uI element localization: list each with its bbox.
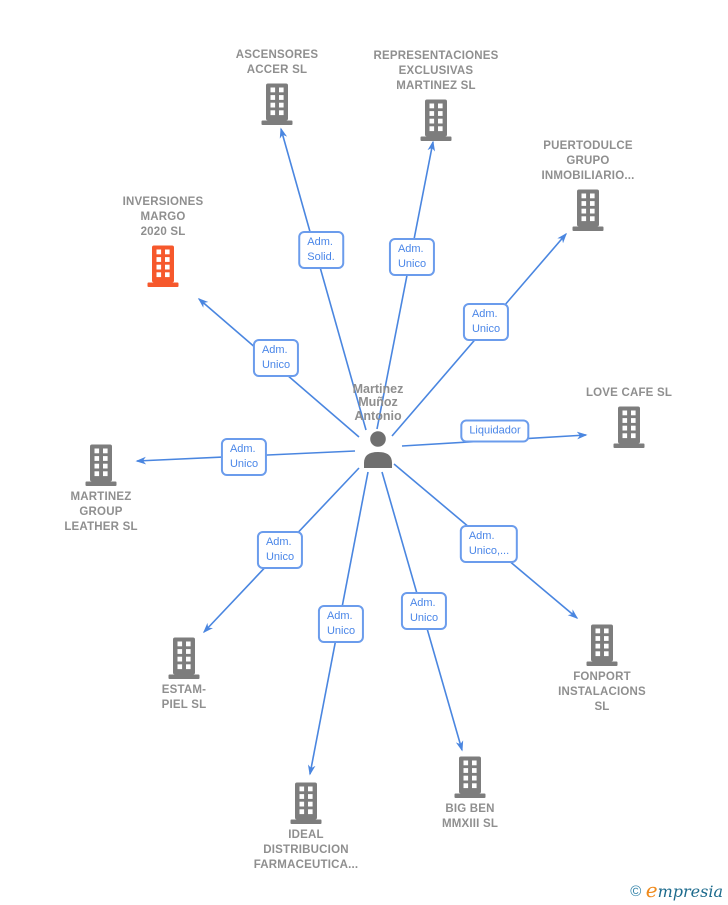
person-icon [361, 431, 395, 474]
company-node-ideal-distribucion-farmaceutica[interactable] [288, 782, 325, 825]
company-node-representaciones-exclusivas-martinez-sl[interactable] [418, 99, 455, 142]
company-node-inversiones-margo-2020-sl[interactable] [145, 245, 182, 288]
company-label-love-cafe-sl: LOVE CAFE SL [585, 387, 673, 399]
company-node-big-ben-mmxiii-sl[interactable] [452, 756, 489, 799]
company-label-martinez-group-leather-sl: MARTINEZ GROUP LEATHER SL [64, 491, 138, 533]
building-icon [452, 756, 489, 803]
relation-label-ascensores-accer-sl: Adm. Solid. [298, 231, 344, 269]
relation-label-estam-piel-sl: Adm. Unico [256, 531, 304, 569]
relation-label-martinez-group-leather-sl: Adm. Unico [220, 438, 268, 476]
relation-label-big-ben-mmxiii-sl: Adm. Unico [400, 592, 448, 630]
building-icon [259, 83, 296, 130]
company-label-representaciones-exclusivas-martinez-sl: REPRESENTACIONES EXCLUSIVAS MARTINEZ SL [373, 50, 499, 92]
building-icon [570, 189, 607, 236]
relation-label-fonport-instalacions-sl: Adm. Unico,... [459, 525, 519, 563]
building-icon [611, 406, 648, 453]
relation-edge-ascensores-accer-sl [279, 127, 367, 431]
company-node-ascensores-accer-sl[interactable] [259, 83, 296, 126]
building-icon [288, 782, 325, 829]
company-node-fonport-instalacions-sl[interactable] [584, 624, 621, 667]
building-icon [145, 245, 182, 292]
relation-label-ideal-distribucion-farmaceutica: Adm. Unico [317, 605, 365, 643]
company-node-martinez-group-leather-sl[interactable] [83, 444, 120, 487]
relation-label-love-cafe-sl: Liquidador [460, 419, 530, 443]
building-icon [584, 624, 621, 671]
empresia-watermark[interactable]: © empresia [630, 878, 723, 902]
company-label-ideal-distribucion-farmaceutica: IDEAL DISTRIBUCION FARMACEUTICA... [253, 829, 359, 871]
brand-logo-text: empresia [645, 878, 723, 902]
company-node-love-cafe-sl[interactable] [611, 406, 648, 449]
relation-label-inversiones-margo-2020-sl: Adm. Unico [252, 339, 300, 377]
company-label-ascensores-accer-sl: ASCENSORES ACCER SL [235, 49, 319, 76]
person-node-martinez-munoz-antonio[interactable] [361, 430, 395, 470]
building-icon [418, 99, 455, 146]
relation-label-representaciones-exclusivas-martinez-sl: Adm. Unico [388, 238, 436, 276]
building-icon [83, 444, 120, 491]
relation-label-puertodulce-grupo-inmobiliario: Adm. Unico [462, 303, 510, 341]
company-label-fonport-instalacions-sl: FONPORT INSTALACIONS SL [558, 671, 646, 713]
company-label-inversiones-margo-2020-sl: INVERSIONES MARGO 2020 SL [122, 196, 204, 238]
building-icon [166, 637, 203, 684]
company-node-estam-piel-sl[interactable] [166, 637, 203, 680]
company-label-big-ben-mmxiii-sl: BIG BEN MMXIII SL [441, 803, 499, 830]
company-label-estam-piel-sl: ESTAM- PIEL SL [161, 684, 207, 711]
copyright-icon: © [630, 883, 642, 900]
company-node-puertodulce-grupo-inmobiliario[interactable] [570, 189, 607, 232]
relation-edge-representaciones-exclusivas-martinez-sl [376, 140, 436, 430]
company-label-puertodulce-grupo-inmobiliario: PUERTODULCE GRUPO INMOBILIARIO... [541, 140, 635, 182]
person-label-martinez-munoz-antonio: Martinez Muñoz Antonio [352, 381, 404, 423]
